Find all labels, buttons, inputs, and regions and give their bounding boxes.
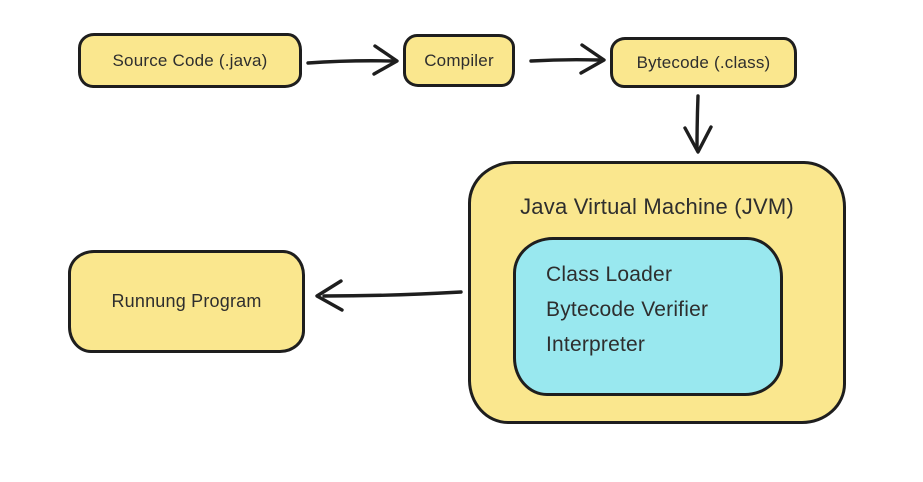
jvm-internals-line-class-loader: Class Loader bbox=[546, 263, 673, 286]
node-running-program-label: Runnung Program bbox=[111, 291, 262, 311]
jvm-internals-line-interpreter: Interpreter bbox=[546, 333, 646, 356]
node-compiler-label: Compiler bbox=[424, 50, 494, 70]
node-jvm: Java Virtual Machine (JVM) Class Loader … bbox=[468, 161, 846, 424]
node-source-code: Source Code (.java) bbox=[78, 33, 302, 88]
arrow-bytecode-to-jvm bbox=[683, 94, 713, 154]
arrow-jvm-to-running bbox=[315, 279, 463, 312]
node-source-code-label: Source Code (.java) bbox=[112, 50, 268, 70]
jvm-internals-line-bytecode-verifier: Bytecode Verifier bbox=[546, 298, 709, 321]
node-jvm-internals: Class Loader Bytecode Verifier Interpret… bbox=[513, 237, 783, 396]
node-compiler: Compiler bbox=[403, 34, 515, 87]
node-jvm-label: Java Virtual Machine (JVM) bbox=[520, 194, 794, 219]
node-running-program: Runnung Program bbox=[68, 250, 305, 353]
arrow-source-to-compiler bbox=[306, 44, 399, 76]
arrow-compiler-to-bytecode bbox=[529, 43, 606, 75]
node-bytecode-label: Bytecode (.class) bbox=[636, 52, 771, 72]
node-bytecode: Bytecode (.class) bbox=[610, 37, 797, 88]
